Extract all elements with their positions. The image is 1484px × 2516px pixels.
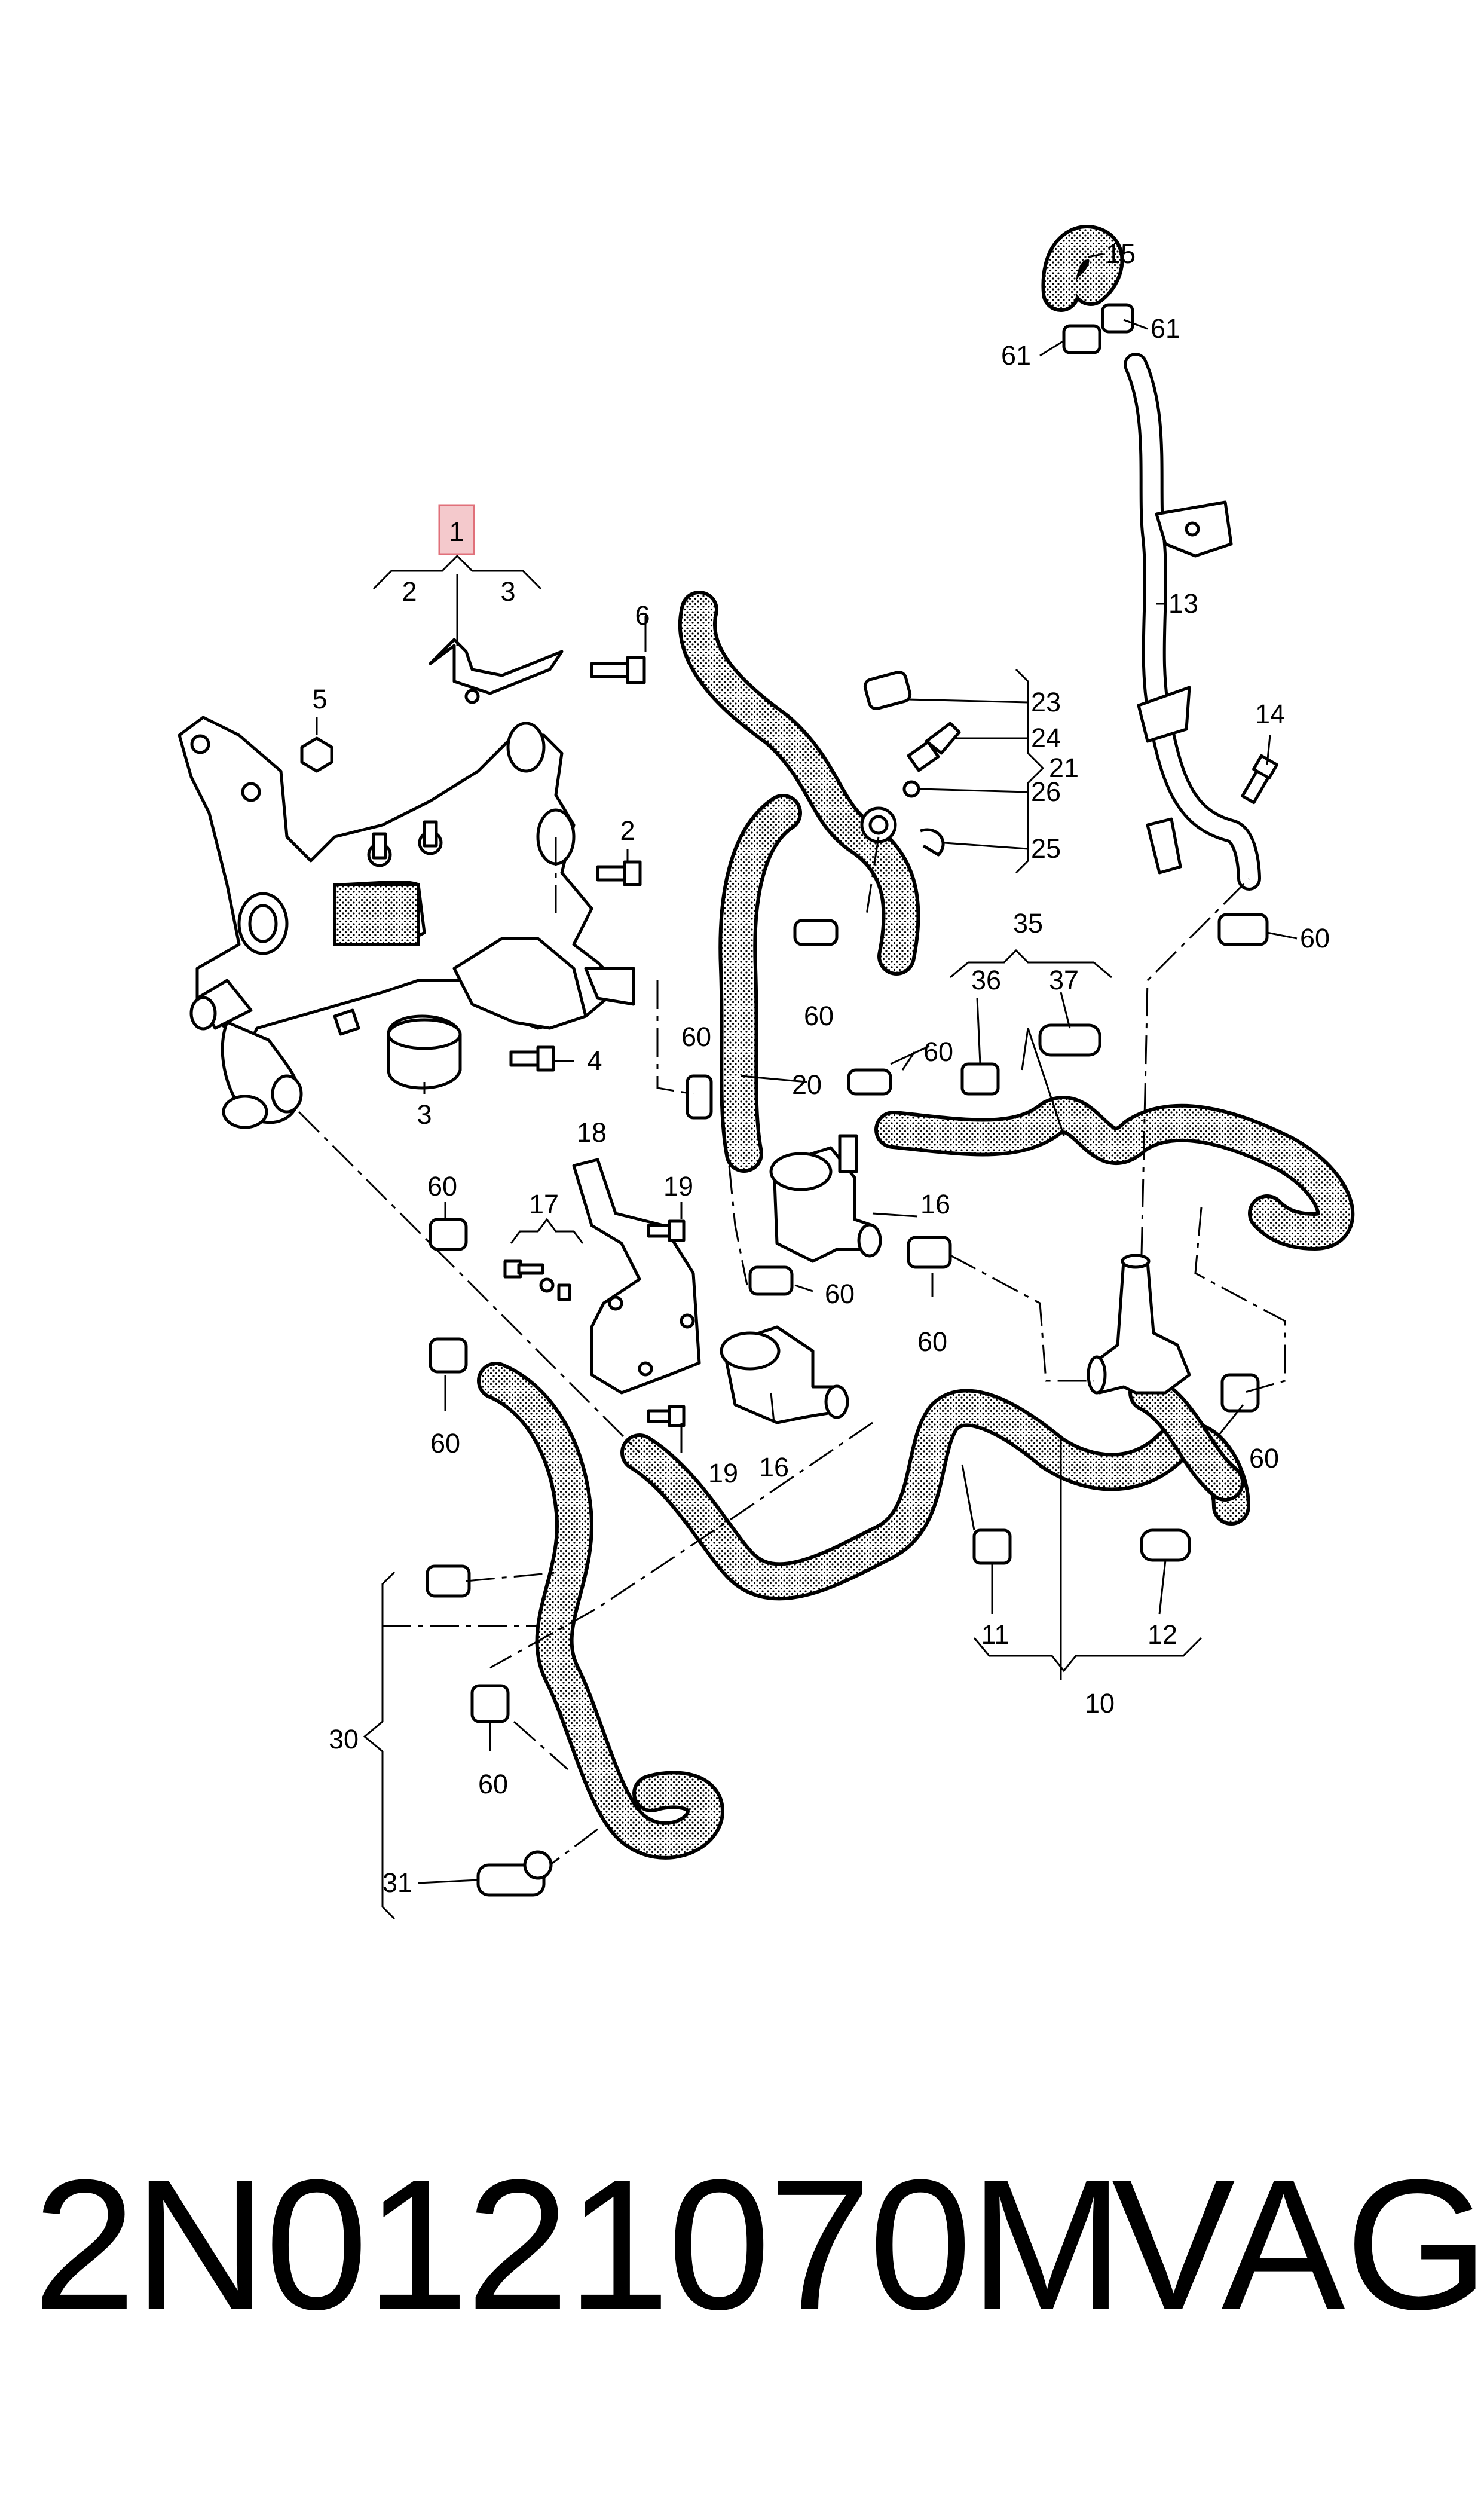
aux-pump-upper bbox=[769, 1134, 882, 1263]
label-21: 21 bbox=[1049, 753, 1079, 783]
label-10: 10 bbox=[1085, 1688, 1115, 1719]
label-16b: 16 bbox=[759, 1452, 789, 1482]
label-15: 15 bbox=[1106, 239, 1136, 269]
label-14: 14 bbox=[1255, 699, 1285, 729]
label-60b: 60 bbox=[427, 1171, 457, 1202]
label-61a: 61 bbox=[1151, 313, 1180, 344]
label-11: 11 bbox=[981, 1619, 1009, 1650]
label-60a: 60 bbox=[681, 1022, 711, 1052]
hose-15 bbox=[1041, 225, 1124, 312]
label-25: 25 bbox=[1031, 833, 1061, 864]
pipe-13 bbox=[1124, 353, 1261, 891]
hose-35 bbox=[874, 1096, 1355, 1251]
label-60e: 60 bbox=[804, 1001, 834, 1031]
part-number: 2N0121070M bbox=[33, 2141, 1124, 2348]
braces bbox=[363, 554, 1203, 1920]
bolt-6 bbox=[590, 656, 646, 684]
label-60d: 60 bbox=[917, 1326, 947, 1357]
hose-30 bbox=[477, 1362, 724, 1860]
label-60j: 60 bbox=[478, 1769, 508, 1799]
clip-25 bbox=[920, 828, 945, 857]
label-13: 13 bbox=[1168, 588, 1198, 619]
label-60g: 60 bbox=[1300, 923, 1330, 953]
aux-pump-lower bbox=[720, 1325, 849, 1424]
label-19a: 19 bbox=[663, 1171, 693, 1202]
parts-diagram: 1 2 3 6 5 2 4 3 60 60 17 18 19 19 16 16 … bbox=[178, 225, 1355, 1920]
label-60i: 60 bbox=[430, 1428, 460, 1459]
label-5: 5 bbox=[312, 684, 327, 714]
label-61b: 61 bbox=[1001, 340, 1031, 371]
bolts-17 bbox=[503, 1259, 571, 1301]
sensor-24 bbox=[907, 722, 961, 772]
coolant-distributor-housing bbox=[178, 638, 635, 1129]
label-17: 17 bbox=[529, 1189, 559, 1219]
label-60c: 60 bbox=[825, 1279, 855, 1309]
t-piece-10 bbox=[1087, 1254, 1191, 1395]
bolt-4 bbox=[509, 1045, 555, 1072]
label-20: 20 bbox=[792, 1069, 822, 1100]
label-3b: 3 bbox=[417, 1099, 432, 1130]
callout-labels: 1 2 3 6 5 2 4 3 60 60 17 18 19 19 16 16 … bbox=[312, 239, 1330, 1898]
hose-10 bbox=[620, 1389, 1250, 1601]
label-4: 4 bbox=[587, 1045, 602, 1076]
label-1: 1 bbox=[449, 516, 464, 547]
bolts-19 bbox=[647, 1219, 686, 1427]
dash-lines bbox=[298, 836, 1286, 1866]
label-6: 6 bbox=[635, 600, 650, 631]
brand-name: VAG bbox=[1112, 2141, 1484, 2348]
hose-junction-right bbox=[1128, 1374, 1244, 1502]
hose-20 bbox=[718, 794, 802, 1173]
label-30: 30 bbox=[329, 1724, 359, 1754]
label-12: 12 bbox=[1148, 1619, 1177, 1650]
label-26: 26 bbox=[1031, 776, 1061, 807]
label-23: 23 bbox=[1031, 687, 1061, 717]
exploded-view: 1 2 3 6 5 2 4 3 60 60 17 18 19 19 16 16 … bbox=[178, 225, 1355, 1920]
label-16a: 16 bbox=[920, 1189, 950, 1219]
hose-top-center bbox=[678, 591, 920, 976]
label-19b: 19 bbox=[708, 1458, 738, 1488]
bolt-2 bbox=[596, 860, 642, 886]
o-ring-26 bbox=[902, 780, 920, 798]
label-36: 36 bbox=[971, 965, 1001, 995]
label-3: 3 bbox=[500, 576, 515, 607]
label-24: 24 bbox=[1031, 723, 1061, 753]
label-35: 35 bbox=[1013, 908, 1043, 938]
label-2b: 2 bbox=[620, 815, 635, 846]
label-60f: 60 bbox=[923, 1037, 953, 1067]
bolt-14 bbox=[1241, 754, 1278, 805]
nut-5 bbox=[300, 736, 333, 773]
bracket-18 bbox=[572, 1158, 701, 1395]
label-2: 2 bbox=[402, 576, 417, 607]
leader-lines bbox=[316, 253, 1298, 1884]
highlight-box bbox=[438, 504, 475, 555]
label-31: 31 bbox=[383, 1867, 412, 1898]
label-37: 37 bbox=[1049, 965, 1079, 995]
label-18: 18 bbox=[577, 1117, 607, 1148]
label-60h: 60 bbox=[1249, 1443, 1279, 1473]
